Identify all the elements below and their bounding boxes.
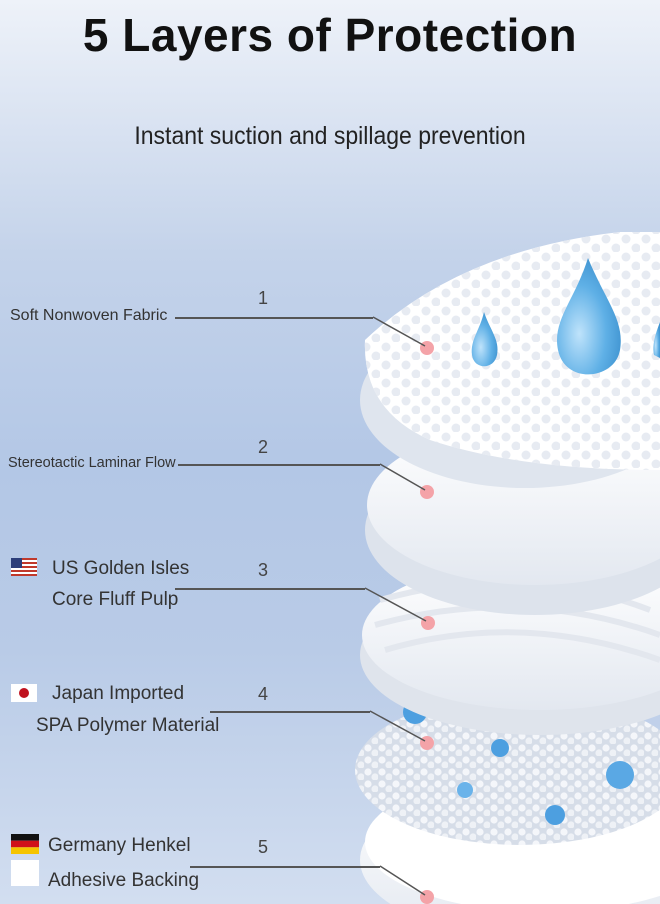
germany-flag-icon	[11, 834, 39, 854]
flag-white-block	[11, 860, 39, 886]
leader-2-diagonal	[379, 463, 426, 491]
layer-3-label-line1: US Golden Isles	[52, 558, 190, 579]
page-subtitle: Instant suction and spillage prevention	[134, 122, 526, 150]
layer-5-label-line1: Germany Henkel	[48, 835, 191, 856]
layer-2-label: Stereotactic Laminar Flow	[8, 455, 176, 471]
layer-3-number: 3	[258, 560, 269, 580]
layer-5-number: 5	[258, 837, 269, 857]
leader-1-diagonal	[372, 316, 426, 347]
layer-1-label: Soft Nonwoven Fabric	[10, 307, 168, 324]
marker-dot-2	[420, 485, 434, 499]
layer-3-leader-line	[175, 588, 365, 590]
layer-2-leader-line	[178, 464, 380, 466]
marker-dot-3	[421, 616, 435, 630]
us-flag-icon	[11, 558, 37, 576]
layer-3-label-line2: Core Fluff Pulp	[52, 589, 179, 610]
page-title: 5 Layers of Protection	[82, 9, 578, 61]
layer-1-number: 1	[258, 288, 269, 308]
layer-2-number: 2	[258, 437, 269, 457]
edge-droplet-icon	[653, 322, 660, 358]
leader-3-diagonal	[364, 587, 427, 622]
layer-5-label-line2: Adhesive Backing	[48, 870, 200, 891]
layer-4-number: 4	[258, 684, 269, 704]
layer-5-leader-line	[190, 866, 380, 868]
layer-1-leader-line	[175, 317, 373, 319]
leader-4-diagonal	[369, 710, 426, 742]
large-droplet-icon	[557, 258, 621, 375]
layer-4-label-line1: Japan Imported	[52, 683, 185, 704]
japan-flag-icon	[11, 684, 37, 702]
marker-dot-5	[420, 890, 434, 904]
small-droplet-icon	[471, 312, 498, 367]
marker-dot-1	[420, 341, 434, 355]
layer-4-leader-line	[210, 711, 370, 713]
marker-dot-4	[420, 736, 434, 750]
layer-4-label-line2: SPA Polymer Material	[36, 715, 220, 736]
leader-5-diagonal	[379, 865, 426, 896]
